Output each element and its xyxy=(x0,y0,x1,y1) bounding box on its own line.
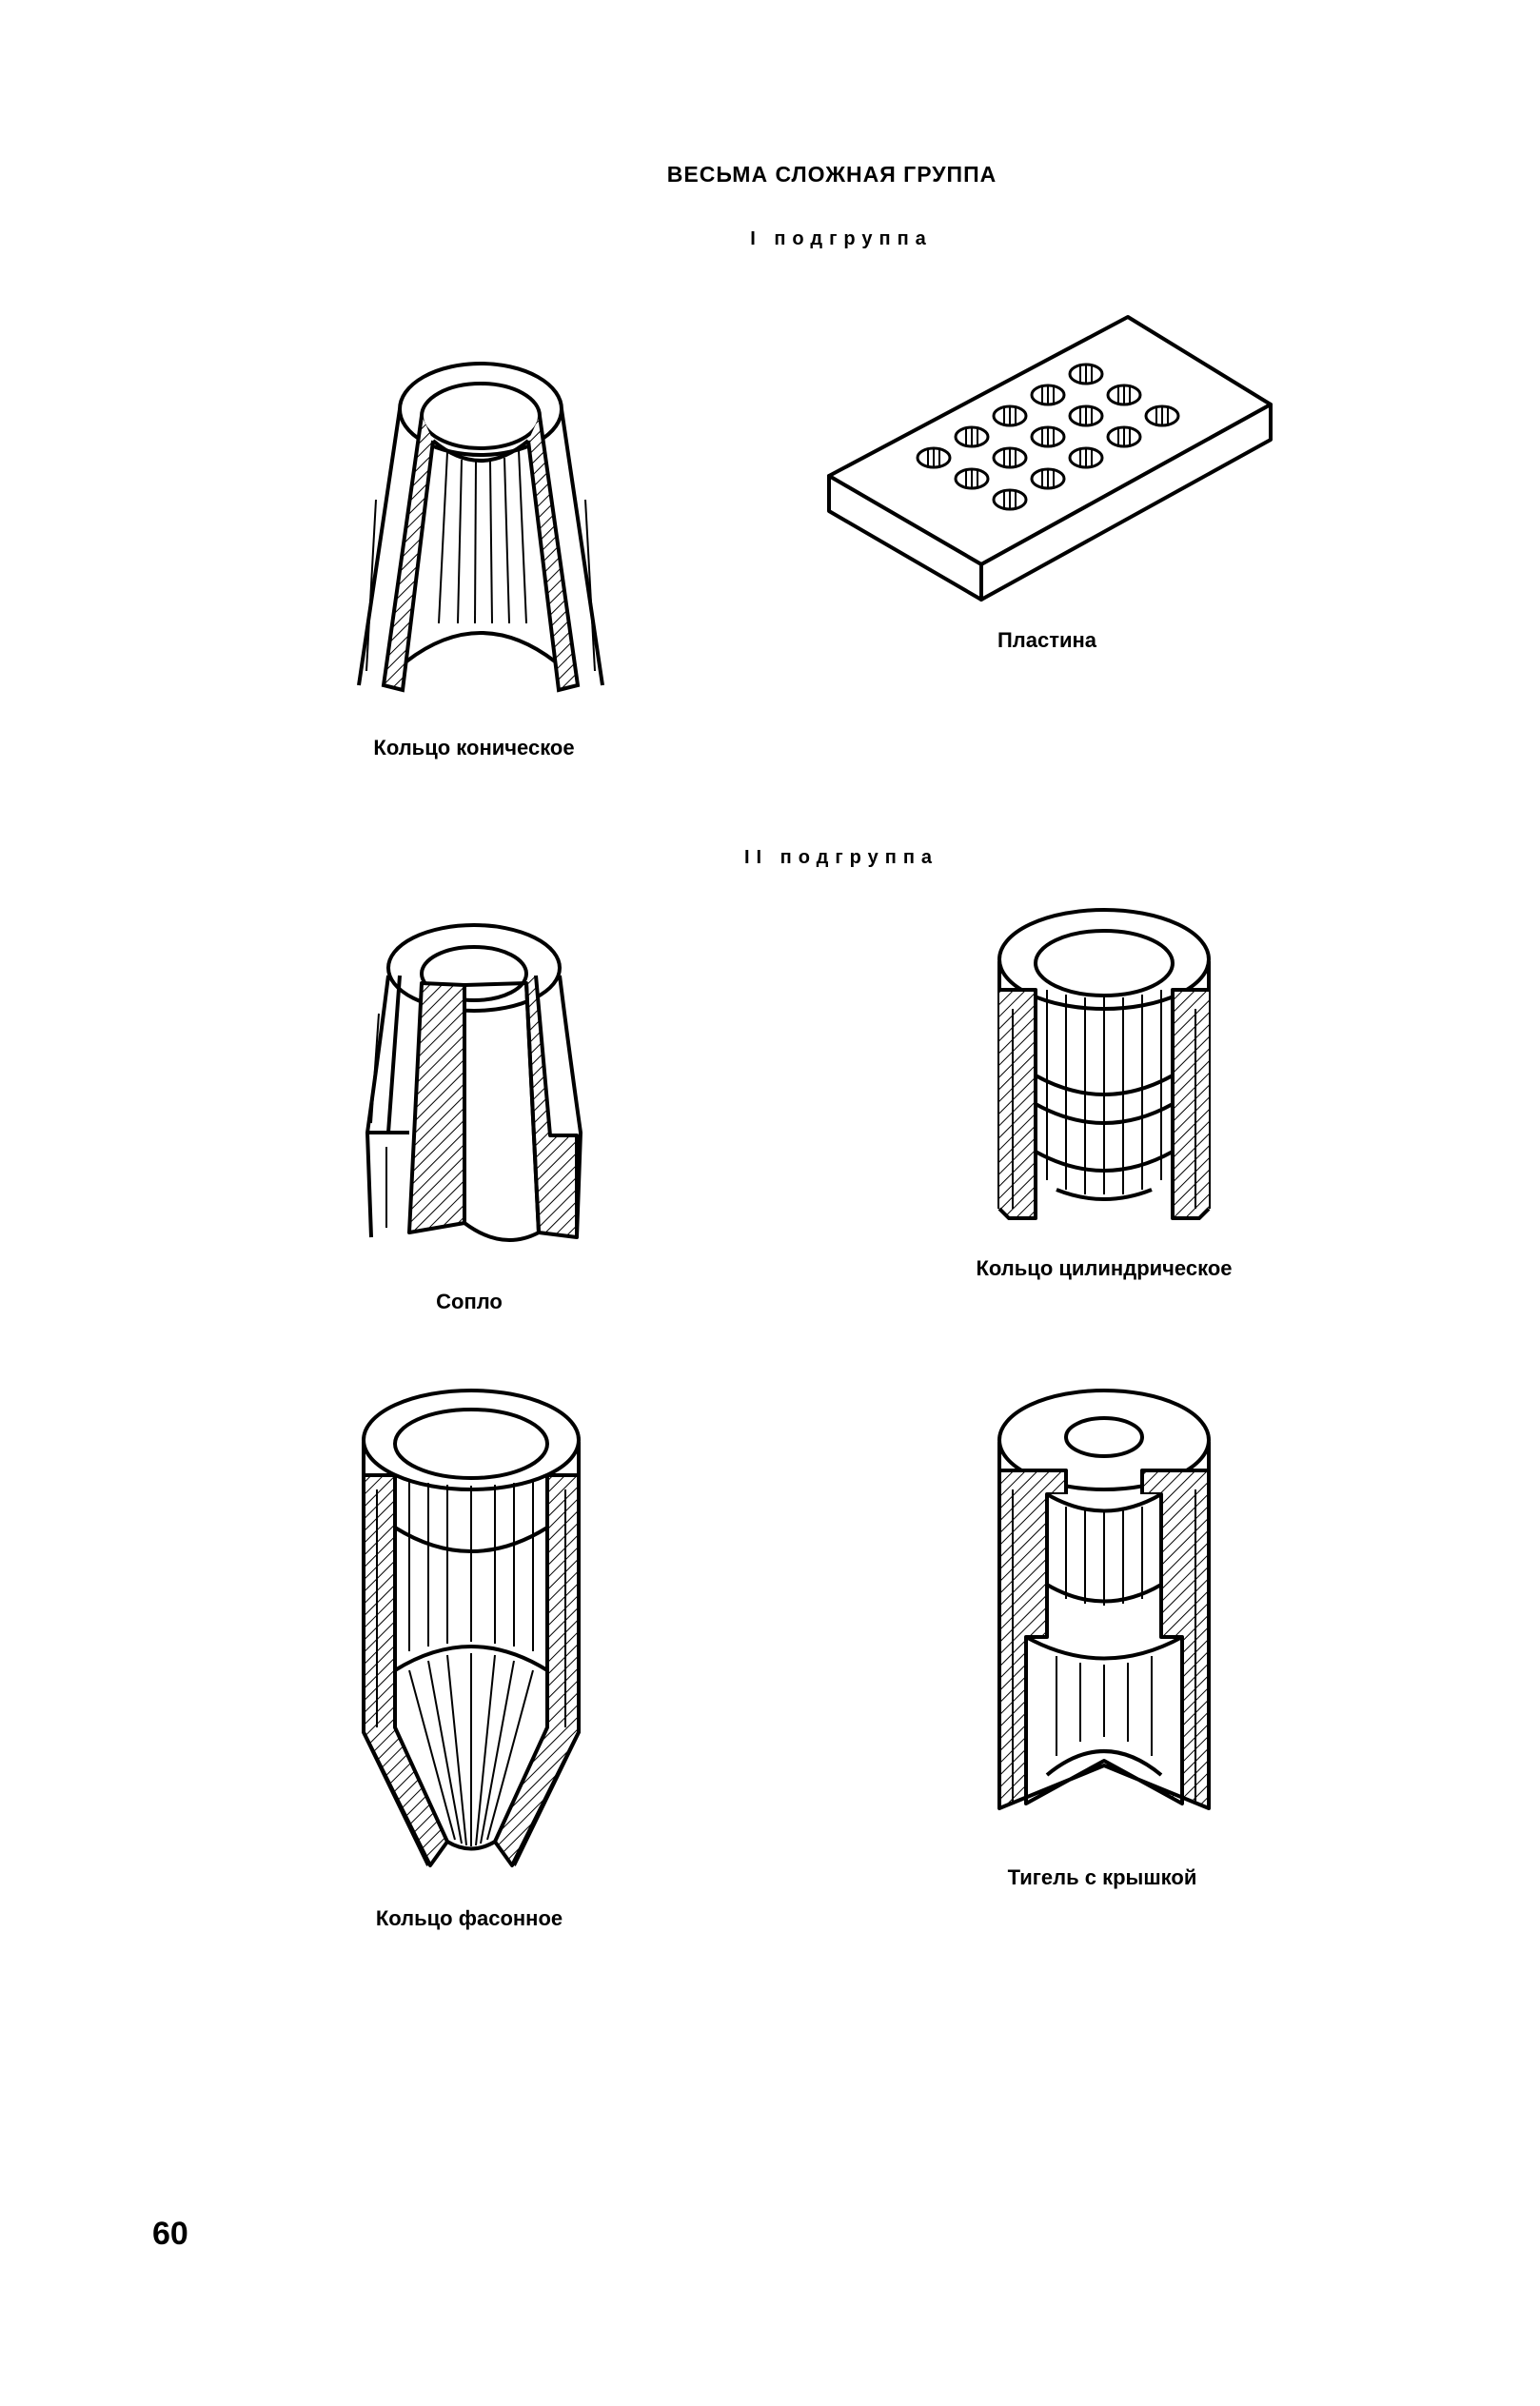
cylindrical-ring-caption: Кольцо цилиндрическое xyxy=(976,1256,1233,1280)
conical-ring-drawing xyxy=(347,357,614,719)
shaped-ring-drawing xyxy=(352,1385,590,1880)
cylindrical-ring-drawing xyxy=(990,904,1218,1242)
nozzle-drawing xyxy=(360,909,588,1271)
crucible-caption: Тигель с крышкой xyxy=(1007,1865,1197,1889)
conical-ring-caption: Кольцо коническое xyxy=(373,736,575,759)
crucible-drawing xyxy=(990,1385,1218,1846)
plate-caption: Пластина xyxy=(997,628,1097,652)
shaped-ring-caption: Кольцо фасонное xyxy=(375,1906,563,1930)
subgroup-1-heading: I подгруппа xyxy=(750,228,933,249)
plate-drawing xyxy=(823,309,1280,604)
nozzle-caption: Сопло xyxy=(436,1290,503,1313)
page-number: 60 xyxy=(152,2216,188,2252)
subgroup-2-heading: II подгруппа xyxy=(743,847,939,868)
page-title: ВЕСЬМА СЛОЖНАЯ ГРУППА xyxy=(666,162,997,187)
